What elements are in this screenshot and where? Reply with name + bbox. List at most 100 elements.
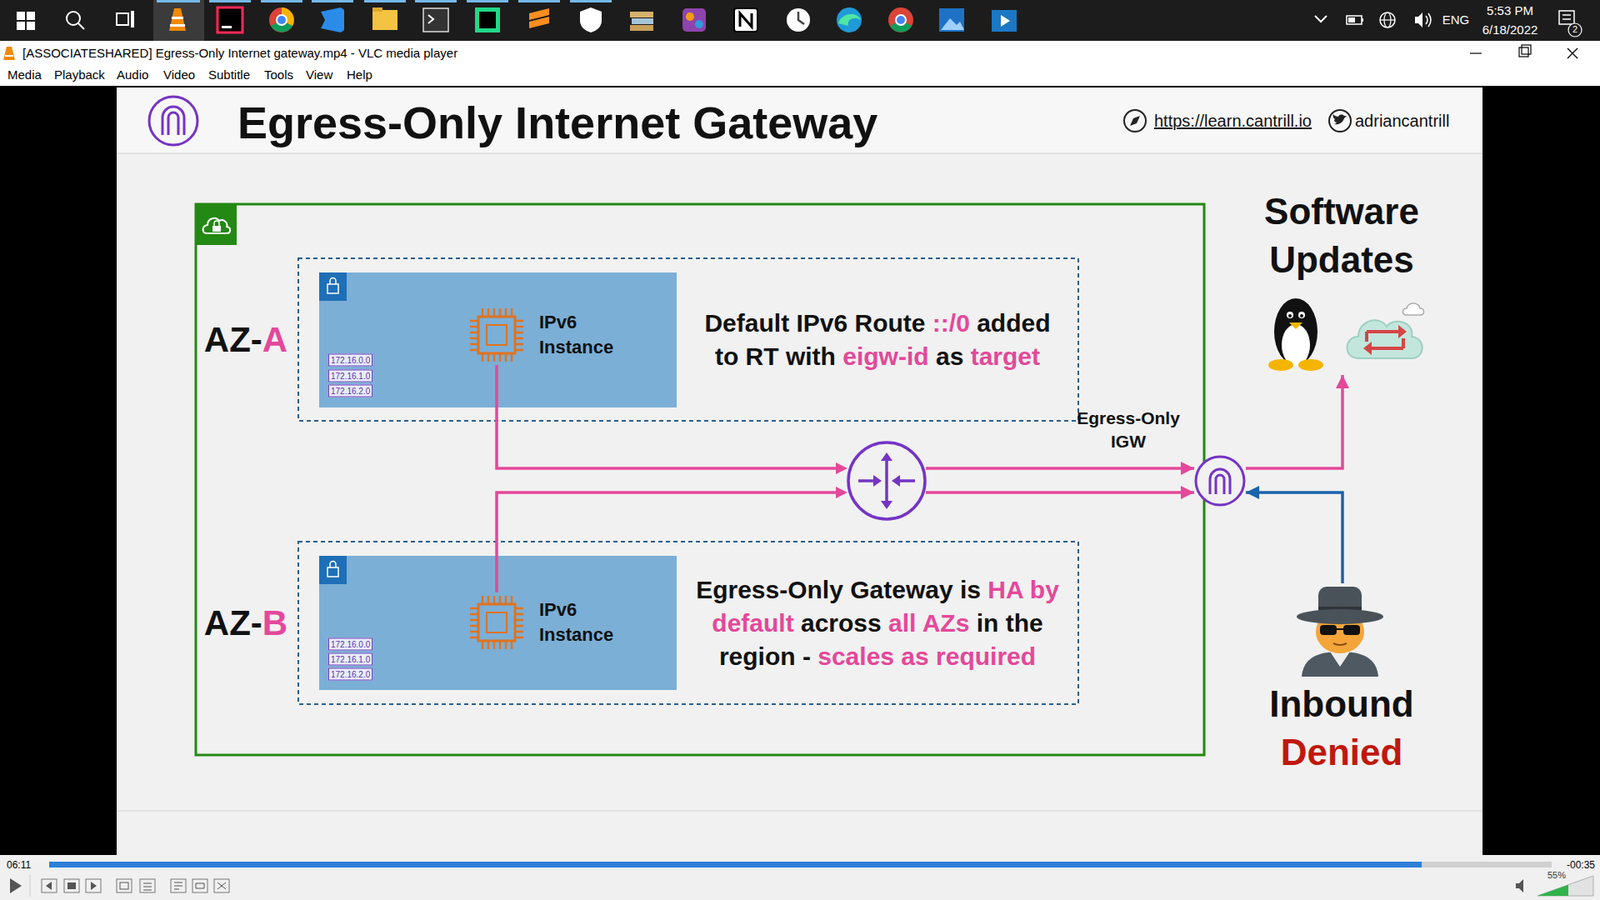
router-symbol [873,475,882,487]
gateway-symbol [1194,455,1246,507]
taskbar [631,18,654,25]
router-symbol [848,442,925,520]
taskbar [415,0,457,3]
taskbar [895,15,906,25]
subnet-fill [330,561,336,569]
taskbar [1000,15,1010,27]
player-controls [49,861,1552,868]
taskbar [156,0,200,3]
chip-symbol [466,592,527,653]
video-area [0,85,1600,855]
taskbar [1361,18,1364,22]
player-controls [0,855,1600,900]
chip-symbol [470,630,479,634]
chip-symbol [515,613,524,616]
taskbar-text: ENG [1442,12,1470,28]
chip-symbol [515,331,524,335]
player-controls [140,879,155,893]
taskbar [0,0,1600,41]
taskbar [630,11,654,18]
chip-symbol [470,325,479,329]
taskbar [1425,13,1431,27]
taskbar [170,24,185,27]
window-title: [ASSOCIATESHARED] Egress-Only Internet g… [22,45,458,61]
taskbar [1348,17,1355,23]
text-run: target [970,342,1040,370]
chip-symbol [515,607,524,610]
attacker-icon [1296,586,1384,677]
slide [1329,110,1351,132]
penguin-icon [1274,298,1318,365]
software-updates: Software Updates [1241,187,1442,375]
traffic-arrow [1245,375,1343,469]
player-controls [30,875,31,897]
chip-symbol [487,595,490,605]
player-controls [143,883,152,890]
taskbar [169,8,186,31]
menu-item: Video [163,67,195,83]
text-run: Egress-Only Gateway is [695,575,988,604]
chip-symbol [487,353,490,362]
taskbar [685,12,695,21]
text-run: across [794,609,889,637]
text-run: B [262,602,288,642]
text-run: Default IPv6 Route [704,309,932,337]
vlc-title-bar [3,46,15,60]
zone-label: AZ-A [197,318,295,360]
taskbar [798,11,805,25]
subnet-fill [327,284,339,294]
text-run: AZ- [204,319,263,359]
text-run: Inbound [1269,683,1415,725]
taskbar [372,10,398,30]
chip-symbol [470,619,479,622]
chip-symbol [481,595,485,605]
text-run: ::/0 [932,309,970,337]
chip-symbol [510,595,514,605]
menu-item: Subtitle [208,67,250,83]
vlc-title-bar [1470,52,1482,54]
taskbar [0,0,1600,41]
taskbar [836,7,862,33]
text-run: A [262,319,288,359]
taskbar [276,15,287,25]
attacker-icon [1301,651,1379,677]
slide [116,87,1483,855]
subnet-fill [319,272,347,301]
elapsed-time: 06:11 [6,859,31,871]
taskbar [734,8,758,32]
update-cloud-icon [1347,320,1423,359]
taskbar [16,21,25,30]
chip-symbol [499,353,502,362]
update-cloud-icon [1368,346,1404,350]
chip-symbol [470,636,479,640]
taskbar [423,8,449,32]
router-symbol [835,462,848,475]
taskbar [26,21,35,30]
attacker-icon [1330,651,1350,667]
chip-symbol [515,619,524,622]
player-controls [195,883,205,889]
player-controls [41,879,57,893]
gateway-symbol [1210,469,1230,495]
chip-symbol [510,353,514,362]
vlc-title-bar [5,55,14,57]
player-controls [85,879,101,893]
penguin-icon [1268,298,1324,371]
subnet-fill [330,278,336,285]
player-controls [45,881,52,890]
update-cloud-icon [1366,330,1402,334]
attacker-icon [1320,625,1337,635]
taskbar [991,10,1017,32]
player-controls [49,861,1422,868]
text-run: IPv6 Instance [539,311,614,358]
taskbar [630,25,654,31]
menu-item: Tools [264,67,294,83]
vlc-title-bar [1519,47,1529,57]
slide [116,152,1483,155]
taskbar [311,0,354,3]
availability-zone-outline [298,258,1079,421]
chip-symbol [505,353,508,362]
cidr-label: 172.16.1.0 [328,653,373,666]
player-controls [116,879,132,893]
attacker-icon [1296,609,1384,625]
